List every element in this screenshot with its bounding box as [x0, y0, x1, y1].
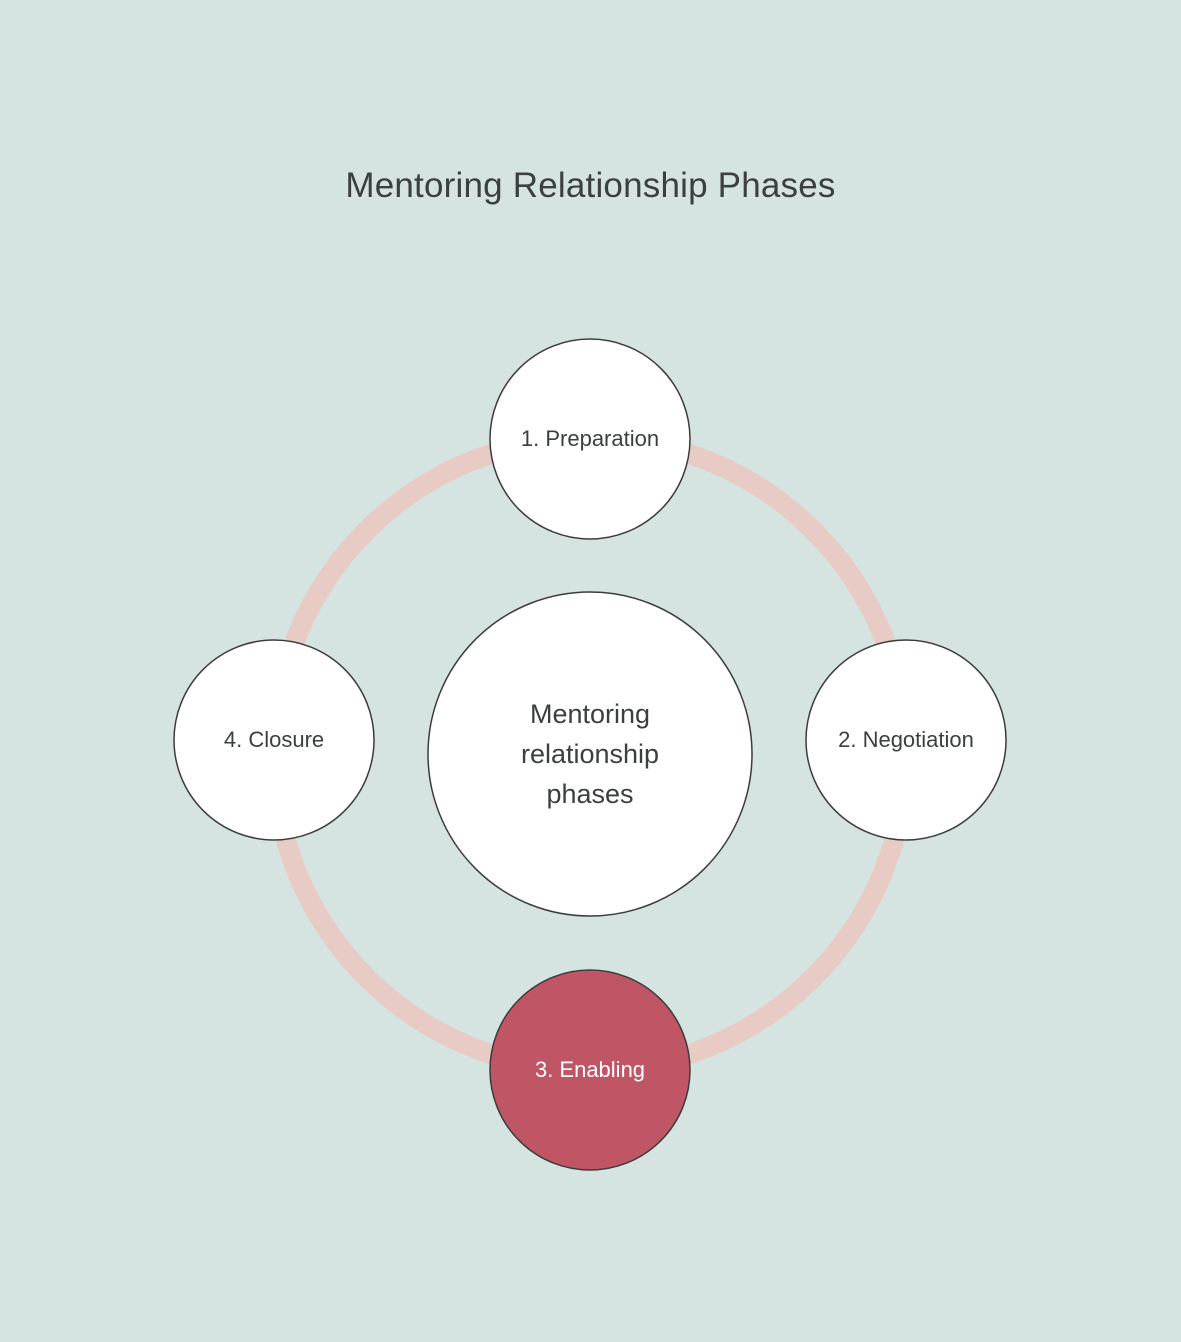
phase-circle-closure [173, 639, 375, 841]
phase-node-preparation: 1. Preparation [490, 339, 690, 539]
center-node: Mentoring relationship phases [427, 591, 753, 917]
phase-circle-negotiation [805, 639, 1007, 841]
phase-node-enabling: 3. Enabling [490, 970, 690, 1170]
center-circle [427, 591, 753, 917]
center-label: Mentoring relationship phases [520, 699, 660, 809]
phase-label-closure: 4. Closure [223, 727, 325, 752]
phase-node-negotiation: 2. Negotiation [806, 640, 1006, 840]
diagram-title: Mentoring Relationship Phases [345, 166, 836, 205]
phase-label-negotiation: 2. Negotiation [838, 727, 974, 752]
phase-circle-enabling [489, 969, 691, 1171]
phase-label-enabling: 3. Enabling [534, 1057, 646, 1082]
phase-node-closure: 4. Closure [174, 640, 374, 840]
phase-circle-preparation [489, 338, 691, 540]
phase-label-preparation: 1. Preparation [520, 426, 660, 451]
